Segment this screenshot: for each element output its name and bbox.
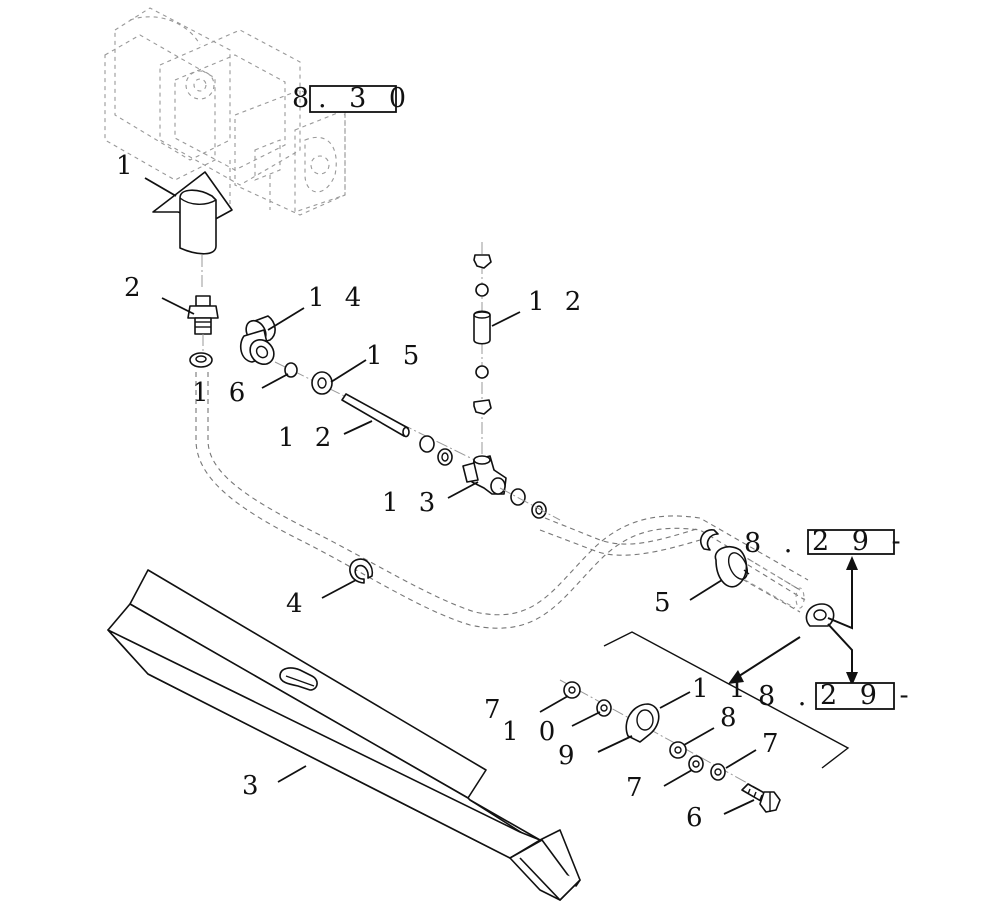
callout-13: 1 3 — [382, 488, 441, 518]
callout-16: 1 6 — [192, 378, 251, 408]
ghost-pump-assembly — [104, 7, 346, 216]
callout-11: 1 1 — [692, 674, 751, 704]
part-7-washer-b[interactable] — [688, 755, 704, 773]
part-8-nut[interactable] — [669, 741, 687, 759]
leader-7c — [725, 749, 757, 769]
part-12-pipe[interactable] — [341, 393, 410, 438]
reference-8-29-low[interactable]: 8 . 2 9 - — [758, 680, 916, 712]
part-4-clip[interactable] — [349, 558, 374, 584]
leader-2 — [161, 297, 195, 315]
leader-16 — [261, 373, 289, 389]
reference-8-30[interactable]: 8 . 3 0 — [292, 83, 413, 114]
branch-nuts[interactable] — [419, 435, 453, 466]
leader-11 — [659, 691, 691, 709]
part-11-clamp[interactable] — [625, 703, 660, 743]
ref-low-box-text: 2 9 - — [820, 680, 916, 711]
leader-4 — [321, 579, 357, 599]
hose-route — [195, 372, 809, 629]
leader-5 — [689, 579, 723, 601]
callout-14: 1 4 — [308, 283, 367, 313]
leader-12a — [491, 311, 521, 327]
ref-low-prefix: 8 . — [758, 681, 813, 712]
part-6-bolt[interactable] — [741, 783, 781, 813]
ref-top-prefix: 8 — [292, 83, 316, 114]
leader-10 — [539, 695, 569, 713]
part-1-bracket[interactable] — [152, 171, 233, 290]
leader-3 — [277, 765, 307, 783]
part-3-channel[interactable] — [107, 569, 581, 901]
leader-14 — [267, 307, 305, 331]
ref-mid-prefix: 8 . — [744, 528, 799, 559]
reference-arrows — [728, 556, 858, 686]
callout-7c: 7 — [762, 729, 785, 759]
ref-low-box — [815, 682, 895, 710]
leader-1 — [144, 177, 177, 197]
detail-group-outline — [603, 631, 850, 769]
callout-5: 5 — [654, 588, 677, 618]
callout-2: 2 — [124, 273, 147, 303]
callout-12b: 1 2 — [278, 423, 337, 453]
reference-8-29-mid[interactable]: 8 . 2 9 - — [744, 526, 908, 559]
callout-4: 4 — [286, 589, 309, 619]
part-12-upper-stack[interactable] — [473, 254, 492, 415]
leader-15 — [330, 359, 367, 383]
leader-8 — [683, 727, 715, 746]
part-2-fitting[interactable] — [187, 295, 219, 352]
leader-7b — [663, 769, 693, 787]
leader-12b — [343, 420, 373, 435]
leader-9 — [597, 735, 633, 753]
callout-15: 1 5 — [366, 341, 425, 371]
part-10-washer[interactable] — [563, 681, 581, 699]
part-16-washer[interactable] — [189, 352, 213, 368]
part-7-washer-a[interactable] — [596, 699, 612, 717]
callout-3: 3 — [242, 771, 265, 801]
leader-7a — [571, 711, 601, 727]
leader-6 — [723, 799, 755, 815]
callout-6: 6 — [686, 803, 709, 833]
part-13-tee[interactable] — [462, 455, 507, 495]
part-7-washer-c[interactable] — [710, 763, 726, 781]
callout-10: 1 0 — [502, 717, 561, 747]
callout-9: 9 — [558, 741, 581, 771]
callout-7a: 7 — [484, 695, 507, 725]
ref-mid-box-text: 2 9 - — [812, 526, 908, 557]
part-5-hose-end[interactable] — [699, 529, 805, 609]
callout-7b: 7 — [626, 773, 649, 803]
tee-right-nuts[interactable] — [510, 488, 547, 519]
callout-1: 1 — [116, 151, 139, 181]
clip-installed[interactable] — [805, 603, 835, 627]
ref-top-box-text: . 3 0 — [318, 83, 413, 114]
leader-13 — [447, 481, 479, 499]
part-16-small-washer[interactable] — [284, 362, 298, 378]
part-14-elbow[interactable] — [239, 315, 279, 369]
part-15-nut[interactable] — [311, 371, 333, 395]
ref-mid-box — [807, 529, 895, 555]
callout-12a: 1 2 — [528, 287, 587, 317]
callout-8: 8 — [720, 703, 743, 733]
ref-top-box — [309, 85, 397, 113]
